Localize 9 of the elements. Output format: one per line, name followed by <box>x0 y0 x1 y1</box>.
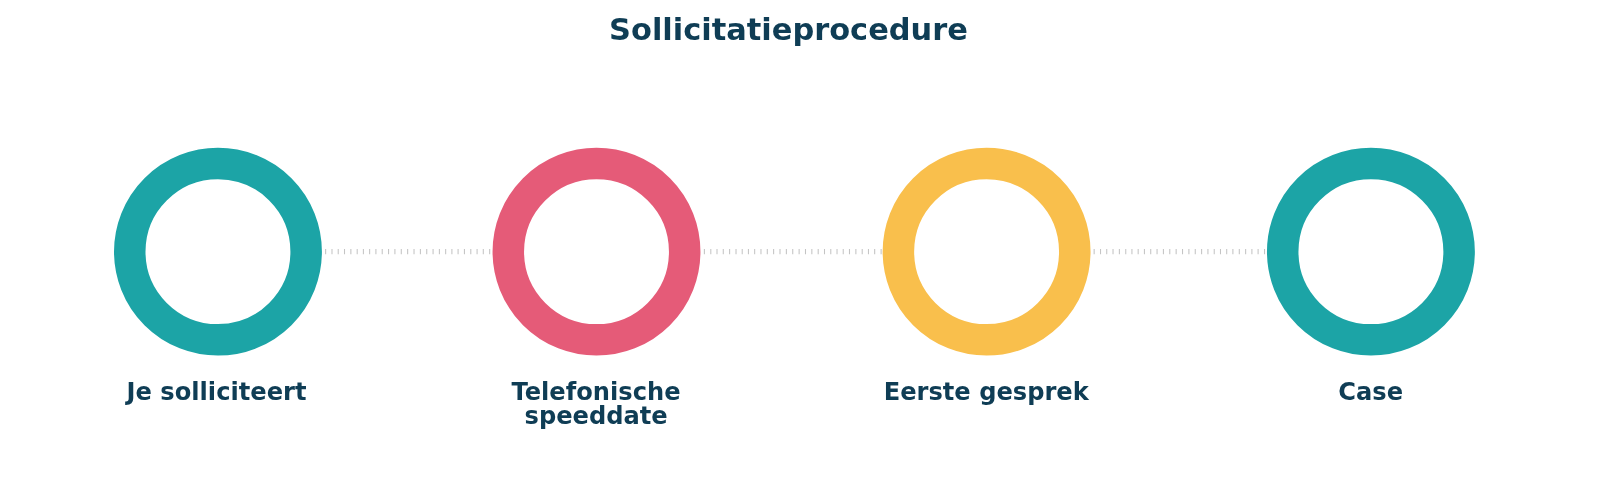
node-circle <box>1266 147 1475 356</box>
node-label: Eerste gesprek <box>883 378 1089 407</box>
node-label: Je solliciteert <box>126 378 307 407</box>
node-label: Telefonische speeddate <box>511 378 681 431</box>
node-circle <box>492 147 701 356</box>
node-circle <box>882 147 1091 356</box>
diagram-title: Sollicitatieprocedure <box>609 11 968 47</box>
node-label: Case <box>1338 378 1404 407</box>
node-circle <box>114 147 322 356</box>
